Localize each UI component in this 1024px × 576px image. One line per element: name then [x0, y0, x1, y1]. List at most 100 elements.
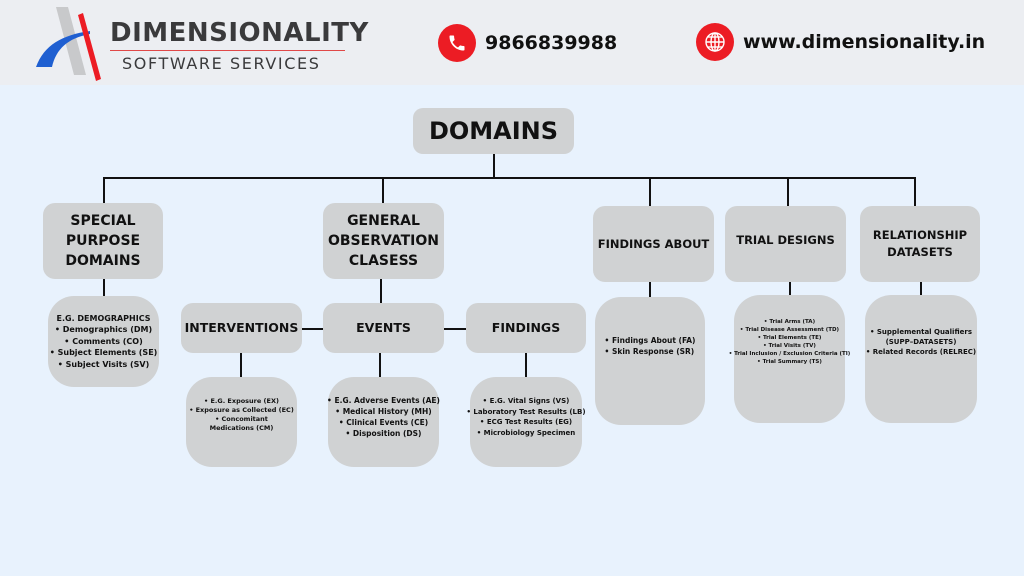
bullet: •: [865, 348, 871, 356]
node-label-line: CLASESS: [348, 253, 419, 269]
list-item-text: Clinical Events (CE): [346, 418, 429, 427]
bullet: •: [335, 407, 341, 416]
list-item-text: Medical History (MH): [342, 407, 432, 416]
list-item: • Laboratory Test Results (LB): [466, 407, 585, 418]
bullet: •: [327, 396, 332, 405]
list-item-text: Subject Elements (SE): [57, 348, 158, 358]
bullet: •: [757, 335, 762, 341]
connector-findings-detail: [525, 353, 527, 377]
website-link[interactable]: www.dimensionality.in: [696, 23, 985, 61]
list-item: • Trial Summary (TS): [729, 358, 851, 366]
list-item-text: Related Records (RELREC): [872, 348, 977, 356]
phone-icon: [438, 24, 476, 62]
bullet: •: [479, 418, 485, 426]
bullet: •: [482, 397, 488, 405]
connector-relationship-detail: [920, 282, 922, 295]
bullet: •: [345, 429, 351, 438]
detail-list: • E.G. Exposure (EX) • Exposure as Colle…: [189, 397, 294, 433]
bullet: •: [763, 319, 768, 325]
list-item-text: Skin Response (SR): [611, 347, 695, 356]
bullet: •: [54, 325, 60, 335]
node-relationship-datasets: RELATIONSHIP DATASETS: [860, 206, 980, 282]
detail-list: • Demographics (DM) • Comments (CO) • Su…: [50, 324, 158, 370]
node-label-line: PURPOSE: [65, 233, 141, 249]
list-item-text: E.G. Vital Signs (VS): [489, 397, 570, 405]
detail-events: • E.G. Adverse Events (AE) • Medical His…: [327, 377, 440, 467]
list-item-text: Trial Disease Assessment (TD): [745, 327, 840, 333]
bullet: •: [604, 347, 610, 356]
list-item: • Subject Visits (SV): [50, 359, 158, 371]
connector-trial-designs: [787, 177, 789, 206]
connector-events-findings: [444, 328, 466, 330]
bullet: •: [869, 328, 875, 336]
bullet: •: [763, 343, 767, 349]
brand-divider: [110, 50, 345, 51]
node-special-purpose-domains: SPECIAL PURPOSE DOMAINS: [43, 203, 163, 279]
list-item: • Exposure as Collected (EC): [189, 406, 294, 415]
list-item: • Trial Disease Assessment (TD): [729, 326, 851, 334]
website-url: www.dimensionality.in: [743, 31, 986, 53]
list-item: • Microbiology Specimen: [466, 428, 585, 439]
bullet: •: [64, 336, 70, 346]
list-item: • E.G. Vital Signs (VS): [466, 396, 585, 407]
globe-icon: [696, 23, 734, 61]
node-label-line: SPECIAL: [70, 213, 136, 229]
connector-findings-about-detail: [649, 282, 651, 297]
list-item: • Trial Elements (TE): [729, 334, 851, 342]
connector-general-events: [380, 279, 382, 303]
node-label: EVENTS: [356, 320, 411, 335]
list-item-text: Trial Summary (TS): [762, 359, 822, 365]
bullet: •: [466, 407, 471, 416]
list-item-text: E.G. Exposure (EX): [210, 397, 279, 405]
list-item: • Trial Visits (TV): [729, 342, 851, 350]
list-item: • E.G. Adverse Events (AE): [327, 395, 440, 406]
bullet: •: [204, 397, 209, 405]
header-banner: DIMENSIONALITY SOFTWARE SERVICES 9866839…: [0, 0, 1024, 85]
node-label-line: RELATIONSHIP: [872, 228, 968, 242]
detail-title: E.G. DEMOGRAPHICS: [56, 313, 151, 323]
detail-trial-designs: • Trial Arms (TA) • Trial Disease Assess…: [729, 295, 850, 423]
bullet: •: [57, 359, 63, 369]
list-item-text: (SUPP–DATASETS): [885, 338, 957, 346]
brand-subtitle: SOFTWARE SERVICES: [122, 54, 321, 73]
list-item-text: Trial Inclusion / Exclusion Criteria (TI…: [734, 351, 851, 357]
list-item: • E.G. Exposure (EX): [189, 397, 294, 406]
list-item: • Demographics (DM): [50, 324, 158, 336]
list-item: • Supplemental Qualifiers: [866, 327, 976, 337]
phone-contact[interactable]: 9866839988: [438, 24, 617, 62]
domains-root-node: DOMAINS: [413, 108, 574, 154]
list-item-text: Exposure as Collected (EC): [195, 406, 294, 414]
list-item-continuation: (SUPP–DATASETS): [866, 337, 976, 347]
list-item: • Clinical Events (CE): [327, 417, 440, 428]
detail-list: • E.G. Adverse Events (AE) • Medical His…: [327, 395, 440, 439]
detail-special-purpose: E.G. DEMOGRAPHICS • Demographics (DM) • …: [48, 296, 159, 387]
list-item-text: Comments (CO): [72, 336, 143, 346]
bullet: •: [215, 415, 220, 423]
bullet: •: [728, 351, 733, 357]
list-item-text: Trial Elements (TE): [763, 335, 822, 341]
connector-trial-detail: [789, 282, 791, 295]
list-item-text: Trial Visits (TV): [768, 343, 816, 349]
list-item: • Disposition (DS): [327, 428, 440, 439]
list-item-text: Concomitant Medications (CM): [209, 415, 274, 432]
node-label: FINDINGS: [491, 320, 561, 335]
connector-interventions-events: [302, 328, 323, 330]
node-trial-designs: TRIAL DESIGNS: [725, 206, 846, 282]
detail-list: • Trial Arms (TA) • Trial Disease Assess…: [729, 318, 851, 366]
node-label: FINDINGS ABOUT: [597, 237, 710, 251]
bullet: •: [189, 406, 194, 414]
brand-name: DIMENSIONALITY: [110, 18, 369, 48]
detail-interventions: • E.G. Exposure (EX) • Exposure as Colle…: [186, 377, 297, 467]
list-item-text: ECG Test Results (EG): [486, 418, 573, 426]
detail-findings-about: • Findings About (FA) • Skin Response (S…: [595, 297, 705, 425]
node-findings: FINDINGS: [466, 303, 586, 353]
connector-findings-about: [649, 177, 651, 206]
list-item-text: Supplemental Qualifiers: [876, 328, 973, 336]
connector-relationship: [914, 177, 916, 206]
detail-findings: • E.G. Vital Signs (VS) • Laboratory Tes…: [466, 377, 586, 467]
detail-list: • Findings About (FA) • Skin Response (S…: [605, 335, 696, 357]
detail-list: • E.G. Vital Signs (VS) • Laboratory Tes…: [466, 396, 585, 438]
connector-special-purpose: [103, 177, 105, 203]
node-label-line: OBSERVATION: [327, 233, 439, 249]
list-item: • Concomitant Medications (CM): [193, 415, 289, 433]
